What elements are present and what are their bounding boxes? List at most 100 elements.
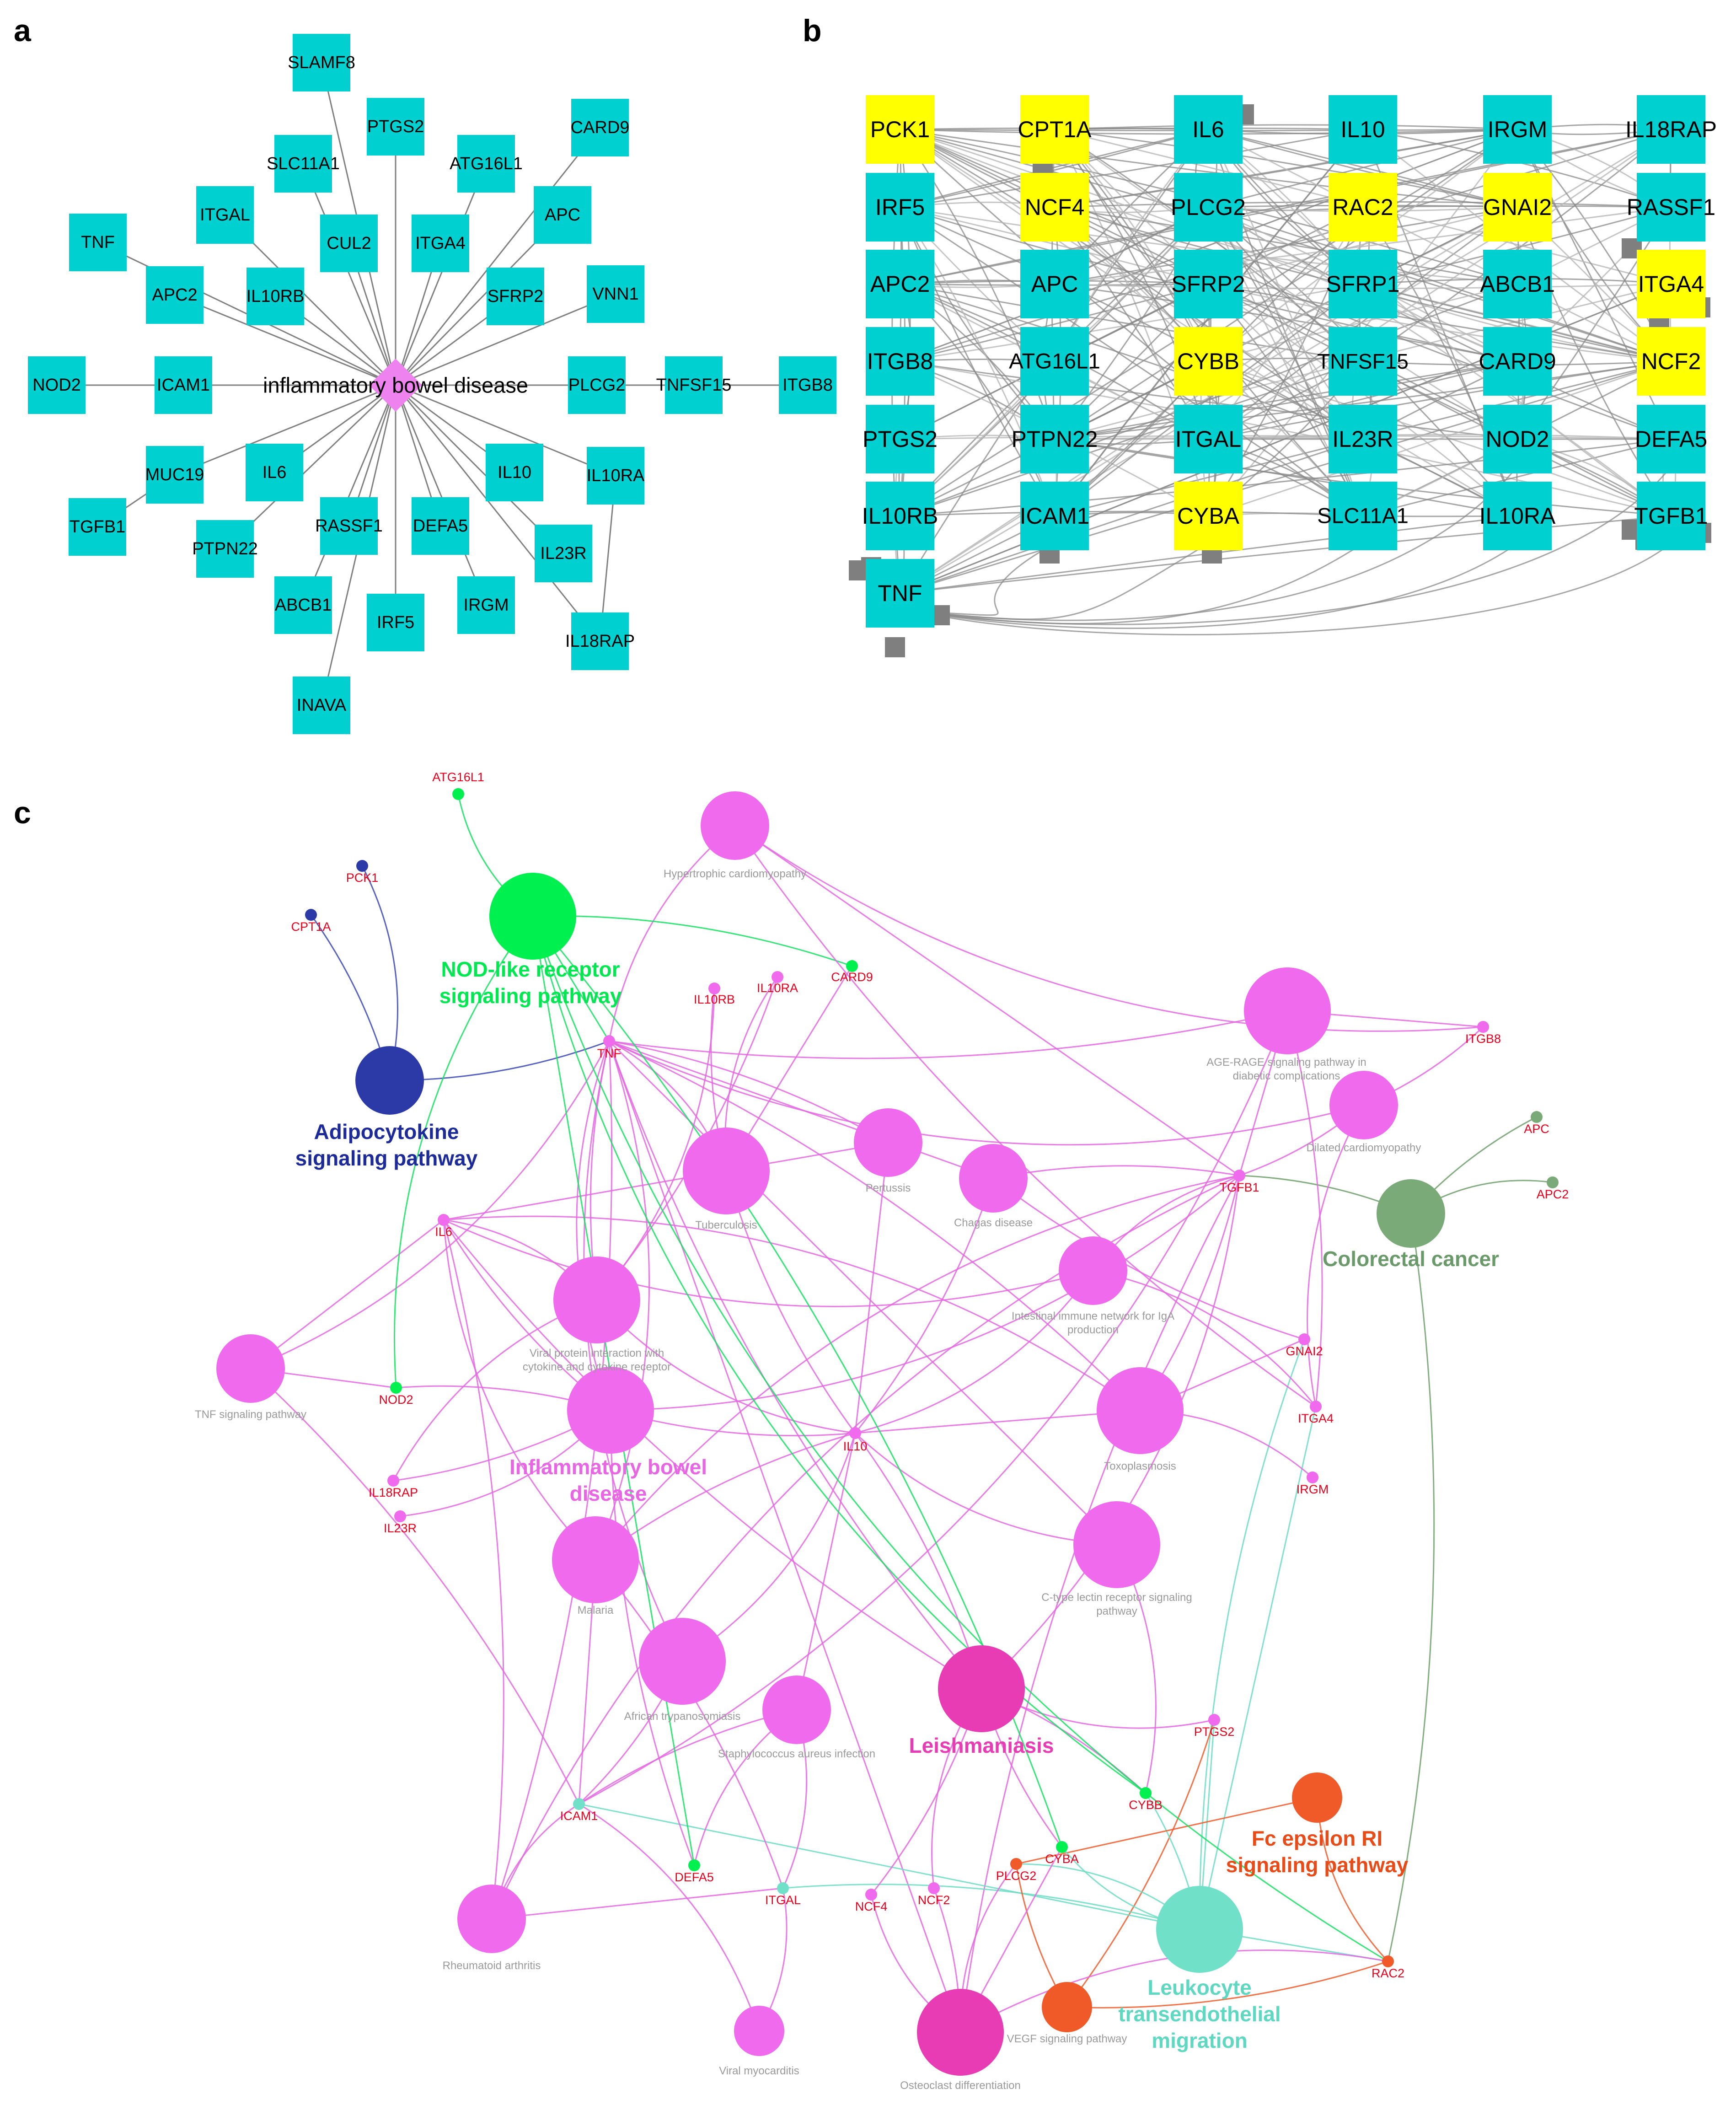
panel-b-letter: b — [803, 13, 822, 48]
edge-ibd-il10ra — [395, 384, 616, 477]
edge-il10-irf5 — [900, 129, 1363, 208]
term-node-vegf — [1042, 1982, 1092, 2032]
edge-il6-pertussis — [443, 1142, 889, 1221]
gene-node-ptpn22 — [196, 520, 254, 578]
gene-label-pck1: PCK1 — [870, 117, 930, 142]
gene-dot-il10 — [849, 1427, 861, 1439]
gene-node-itgb8 — [866, 327, 934, 396]
edge-irf5-il6 — [900, 129, 1209, 208]
gene-label-itga4: ITGA4 — [1298, 1412, 1334, 1425]
gene-label-ptgs2: PTGS2 — [367, 117, 424, 136]
gene-node-il10rb — [246, 268, 304, 325]
gene-label-defa5: DEFA5 — [1635, 426, 1707, 452]
gene-node-inava — [293, 677, 350, 734]
gene-dot-il23r — [394, 1510, 406, 1522]
gene-label-defa5: DEFA5 — [675, 1870, 714, 1884]
edge-itgb8-hypertrophic — [734, 825, 1484, 1032]
term-label-dilated: Dilated cardiomyopathy — [1307, 1142, 1421, 1154]
edge-ibd-abcb1 — [302, 385, 396, 606]
gene-label-ptgs2: PTGS2 — [863, 426, 938, 452]
edge-plcg2-ncf2 — [1208, 206, 1672, 362]
edge-tnf-il23r — [900, 438, 1363, 594]
edge-itgb8-irgm — [900, 129, 1518, 362]
gene-node-irgm — [1483, 95, 1552, 164]
gene-dot-tgfb1 — [1233, 1170, 1245, 1181]
gene-label-il10: IL10 — [498, 463, 531, 482]
gene-node-muc19 — [146, 446, 204, 504]
gene-label-irgm: IRGM — [1297, 1482, 1329, 1496]
gene-label-atg16l1: ATG16L1 — [1009, 349, 1100, 374]
term-node-adipo — [355, 1046, 424, 1115]
gene-node-apc — [534, 186, 591, 244]
term-node-leish — [938, 1645, 1025, 1732]
edge-defa5-ibd — [610, 1410, 695, 1866]
gene-label-il23r: IL23R — [1332, 426, 1393, 452]
gene-node-tnfsf15 — [665, 356, 723, 414]
term-label-staph: Staphylococcus aureus infection — [718, 1748, 875, 1760]
term-node-tnf-sig — [216, 1334, 285, 1403]
gene-label-apc: APC — [545, 205, 580, 225]
term-node-dilated — [1329, 1071, 1398, 1139]
edge-plcg2-fc — [1016, 1797, 1318, 1865]
gene-dot-apc2 — [1547, 1176, 1559, 1188]
gene-label-tnf: TNF — [597, 1047, 621, 1060]
gene-label-sfrp1: SFRP1 — [1326, 271, 1399, 297]
gene-label-vnn1: VNN1 — [592, 285, 638, 304]
gene-dot-rac2 — [1382, 1955, 1394, 1967]
edge-il10-ncf2 — [1362, 129, 1672, 362]
gene-label-rac2: RAC2 — [1332, 194, 1393, 220]
gene-label-cybb: CYBB — [1129, 1798, 1163, 1812]
panel-c-letter: c — [14, 795, 31, 830]
edge-il10-staph — [796, 1433, 856, 1710]
edge-cpt1a-nod2 — [1054, 129, 1518, 440]
gene-label-nod2: NOD2 — [32, 376, 81, 395]
gene-node-il18rap — [571, 612, 629, 670]
gene-node-tgfb1 — [1637, 482, 1705, 550]
gene-node-sfrp1 — [1329, 250, 1397, 318]
gene-label-card9: CARD9 — [1479, 349, 1556, 374]
gene-label-itga4: ITGA4 — [1638, 271, 1704, 297]
edge-ibd-muc19 — [174, 384, 396, 476]
gene-node-rac2 — [1329, 173, 1397, 242]
edge-ptpn22-ncf2 — [1054, 360, 1672, 440]
gene-label-il18rap: IL18RAP — [565, 632, 635, 651]
gene-dot-defa5 — [688, 1859, 700, 1871]
gene-node-il23r — [1329, 405, 1397, 473]
gene-label-tgfb1: TGFB1 — [1219, 1181, 1259, 1194]
edge-slc11a1-defa5 — [1362, 438, 1672, 517]
term-node-pertussis — [854, 1108, 922, 1177]
gene-dot-ncf4 — [865, 1889, 877, 1901]
gene-dot-gnai2 — [1298, 1333, 1310, 1345]
edge-tgfb1-hypertrophic — [734, 825, 1240, 1176]
gene-label-slc11a1: SLC11A1 — [267, 154, 340, 173]
gene-node-ncf2 — [1637, 327, 1705, 396]
gene-node-il10 — [486, 444, 543, 501]
edge-itga4-intestinal — [1093, 1270, 1317, 1407]
gene-label-plcg2: PLCG2 — [996, 1869, 1037, 1883]
gene-node-plcg2 — [568, 356, 626, 414]
edge-rac2-fc — [1316, 1797, 1389, 1962]
gene-label-il10: IL10 — [1340, 117, 1385, 142]
edge-abcb1-cybb — [1208, 283, 1518, 362]
gene-node-vnn1 — [587, 265, 644, 323]
edge-tnf-ctype — [608, 1040, 1118, 1546]
edge-tnf-dilated — [609, 1040, 1364, 1146]
gene-dot-nod2 — [390, 1382, 402, 1394]
gene-label-defa5: DEFA5 — [413, 516, 468, 536]
edge-nod2-nod — [394, 916, 534, 1388]
gene-label-icam1: ICAM1 — [560, 1809, 598, 1823]
gene-dot-icam1 — [573, 1798, 585, 1810]
gene-label-atg16l1: ATG16L1 — [450, 154, 523, 173]
gene-node-il18rap — [1637, 95, 1705, 164]
gene-node-il10ra — [587, 447, 644, 505]
gene-label-itgb8: ITGB8 — [1465, 1032, 1501, 1046]
gene-label-cul2: CUL2 — [327, 234, 371, 253]
gene-label-il23r: IL23R — [540, 544, 586, 563]
gene-node-ptgs2 — [367, 98, 424, 156]
term-node-malaria — [552, 1516, 639, 1603]
gene-dot-il6 — [438, 1214, 450, 1226]
panel-a-letter: a — [14, 13, 32, 48]
